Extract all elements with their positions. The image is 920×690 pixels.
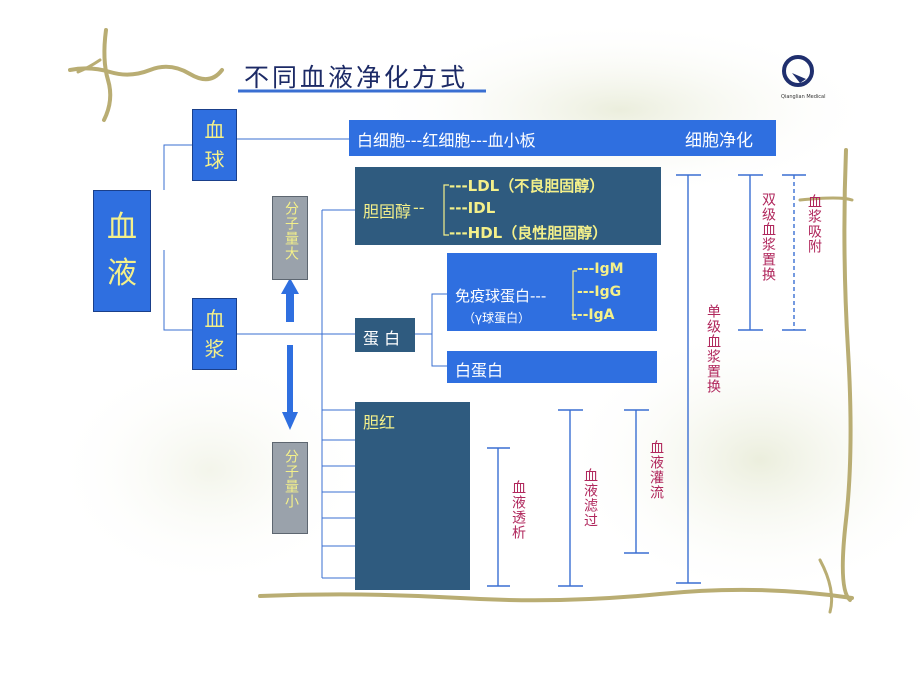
albumin-label: 白蛋白 [455, 361, 504, 380]
blood-cells-box: 血 球 [192, 109, 237, 181]
blood-cells-label: 血 球 [204, 118, 225, 172]
cholesterol-label: 胆固醇 [363, 202, 412, 221]
albumin-box: 白蛋白 [447, 351, 657, 383]
cholesterol-dashes: -- [413, 198, 425, 217]
ldl-label: ---LDL（不良胆固醇） [449, 177, 605, 195]
hdl-label: ---HDL（良性胆固醇） [449, 224, 608, 242]
page-title: 不同血液净化方式 [244, 63, 469, 92]
cell-components-label: 白细胞---红细胞---血小板 [357, 131, 536, 150]
title-underline [238, 89, 486, 93]
molecule-small-label: 分子量小 [283, 449, 299, 509]
cell-purification-label: 细胞净化 [685, 131, 753, 151]
hemoperfusion-label: 血液灌流 [648, 440, 664, 500]
plasma-label: 血 浆 [204, 307, 225, 361]
plasma-adsorption-label: 血浆吸附 [806, 194, 822, 254]
bilirubin-label: 胆红 [363, 413, 396, 432]
cholesterol-brace [443, 184, 449, 236]
blood-label: 血 液 [107, 210, 137, 291]
hemofiltration-label: 血液滤过 [582, 468, 598, 528]
immunoglobulin-box: 免疫球蛋白--- （γ球蛋白） ---IgM ---IgG ---IgA [447, 253, 657, 331]
iga-label: ---IgA [571, 307, 615, 323]
molecule-small-box: 分子量小 [272, 442, 308, 534]
bilirubin-box: 胆红 [355, 402, 470, 590]
molecule-large-box: 分子量大 [272, 196, 308, 280]
double-plasma-exchange-label: 双级血浆置换 [760, 192, 776, 282]
cholesterol-box: 胆固醇 -- ---LDL（不良胆固醇） ---IDL ---HDL（良性胆固醇… [355, 167, 661, 245]
plasma-box: 血 浆 [192, 298, 237, 370]
logo-caption: Qianglian Medical [781, 94, 826, 100]
immunoglobulin-label: 免疫球蛋白--- [455, 287, 547, 305]
cell-components-bar: 白细胞---红细胞---血小板 细胞净化 [349, 120, 776, 156]
blood-box: 血 液 [93, 190, 151, 312]
igm-label: ---IgM [577, 261, 624, 277]
company-logo-icon [782, 55, 814, 87]
single-plasma-exchange-label: 单级血浆置换 [705, 304, 721, 394]
protein-label: 蛋 白 [363, 329, 401, 348]
globulin-brace [572, 270, 577, 320]
hemodialysis-label: 血液透析 [510, 480, 526, 540]
gamma-globulin-label: （γ球蛋白） [463, 311, 531, 325]
igg-label: ---IgG [577, 284, 622, 300]
molecule-large-label: 分子量大 [283, 201, 299, 261]
idl-label: ---IDL [449, 199, 496, 217]
protein-box: 蛋 白 [355, 318, 415, 352]
